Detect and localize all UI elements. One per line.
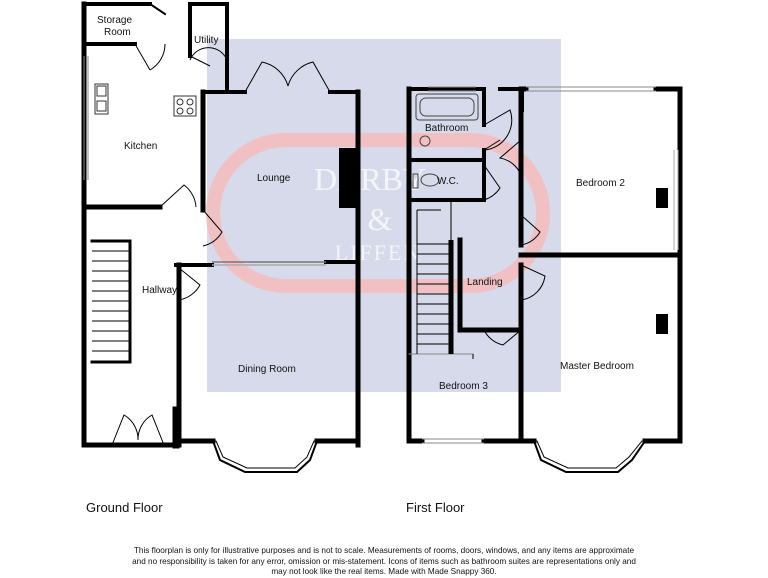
room-label-bedroom2: Bedroom 2 xyxy=(576,178,625,189)
room-label-storage-1: Storage xyxy=(97,15,132,26)
room-label-dining: Dining Room xyxy=(238,364,296,375)
bath-icon xyxy=(415,93,479,121)
room-label-utility: Utility xyxy=(194,35,218,46)
disclaimer-line-3: may not look like the real items. Made w… xyxy=(271,567,497,577)
first-floor-windows xyxy=(422,86,679,444)
room-label-bathroom: Bathroom xyxy=(425,123,468,134)
watermark-ring xyxy=(206,133,550,293)
room-label-bedroom3: Bedroom 3 xyxy=(439,381,488,392)
first-floor-doors xyxy=(472,109,546,359)
hob-icon xyxy=(173,95,197,117)
toilet-icon xyxy=(412,135,440,189)
sliding-door xyxy=(212,261,326,266)
room-label-master: Master Bedroom xyxy=(560,361,634,372)
disclaimer: This floorplan is only for illustrative … xyxy=(120,546,648,578)
first-floor-title: First Floor xyxy=(406,500,465,515)
room-label-hallway: Hallway xyxy=(142,285,177,296)
room-label-storage-2: Room xyxy=(104,27,131,38)
first-floor-walls xyxy=(406,86,683,473)
watermark-box xyxy=(207,39,561,392)
disclaimer-line-1: This floorplan is only for illustrative … xyxy=(133,546,635,555)
room-label-landing: Landing xyxy=(467,277,503,288)
ground-stairs xyxy=(92,250,130,352)
kitchen-sink-icon xyxy=(94,83,109,115)
first-floor-stairs xyxy=(416,209,454,354)
watermark-line2: & xyxy=(368,201,393,237)
room-label-wc: W.C. xyxy=(437,176,459,187)
kitchen-window xyxy=(83,56,89,180)
room-label-lounge: Lounge xyxy=(257,173,291,184)
ground-floor-title: Ground Floor xyxy=(86,500,163,515)
disclaimer-line-2: and no responsibility is taken for any e… xyxy=(132,556,636,566)
ground-floor-doors xyxy=(111,43,331,446)
room-label-kitchen: Kitchen xyxy=(124,141,157,152)
